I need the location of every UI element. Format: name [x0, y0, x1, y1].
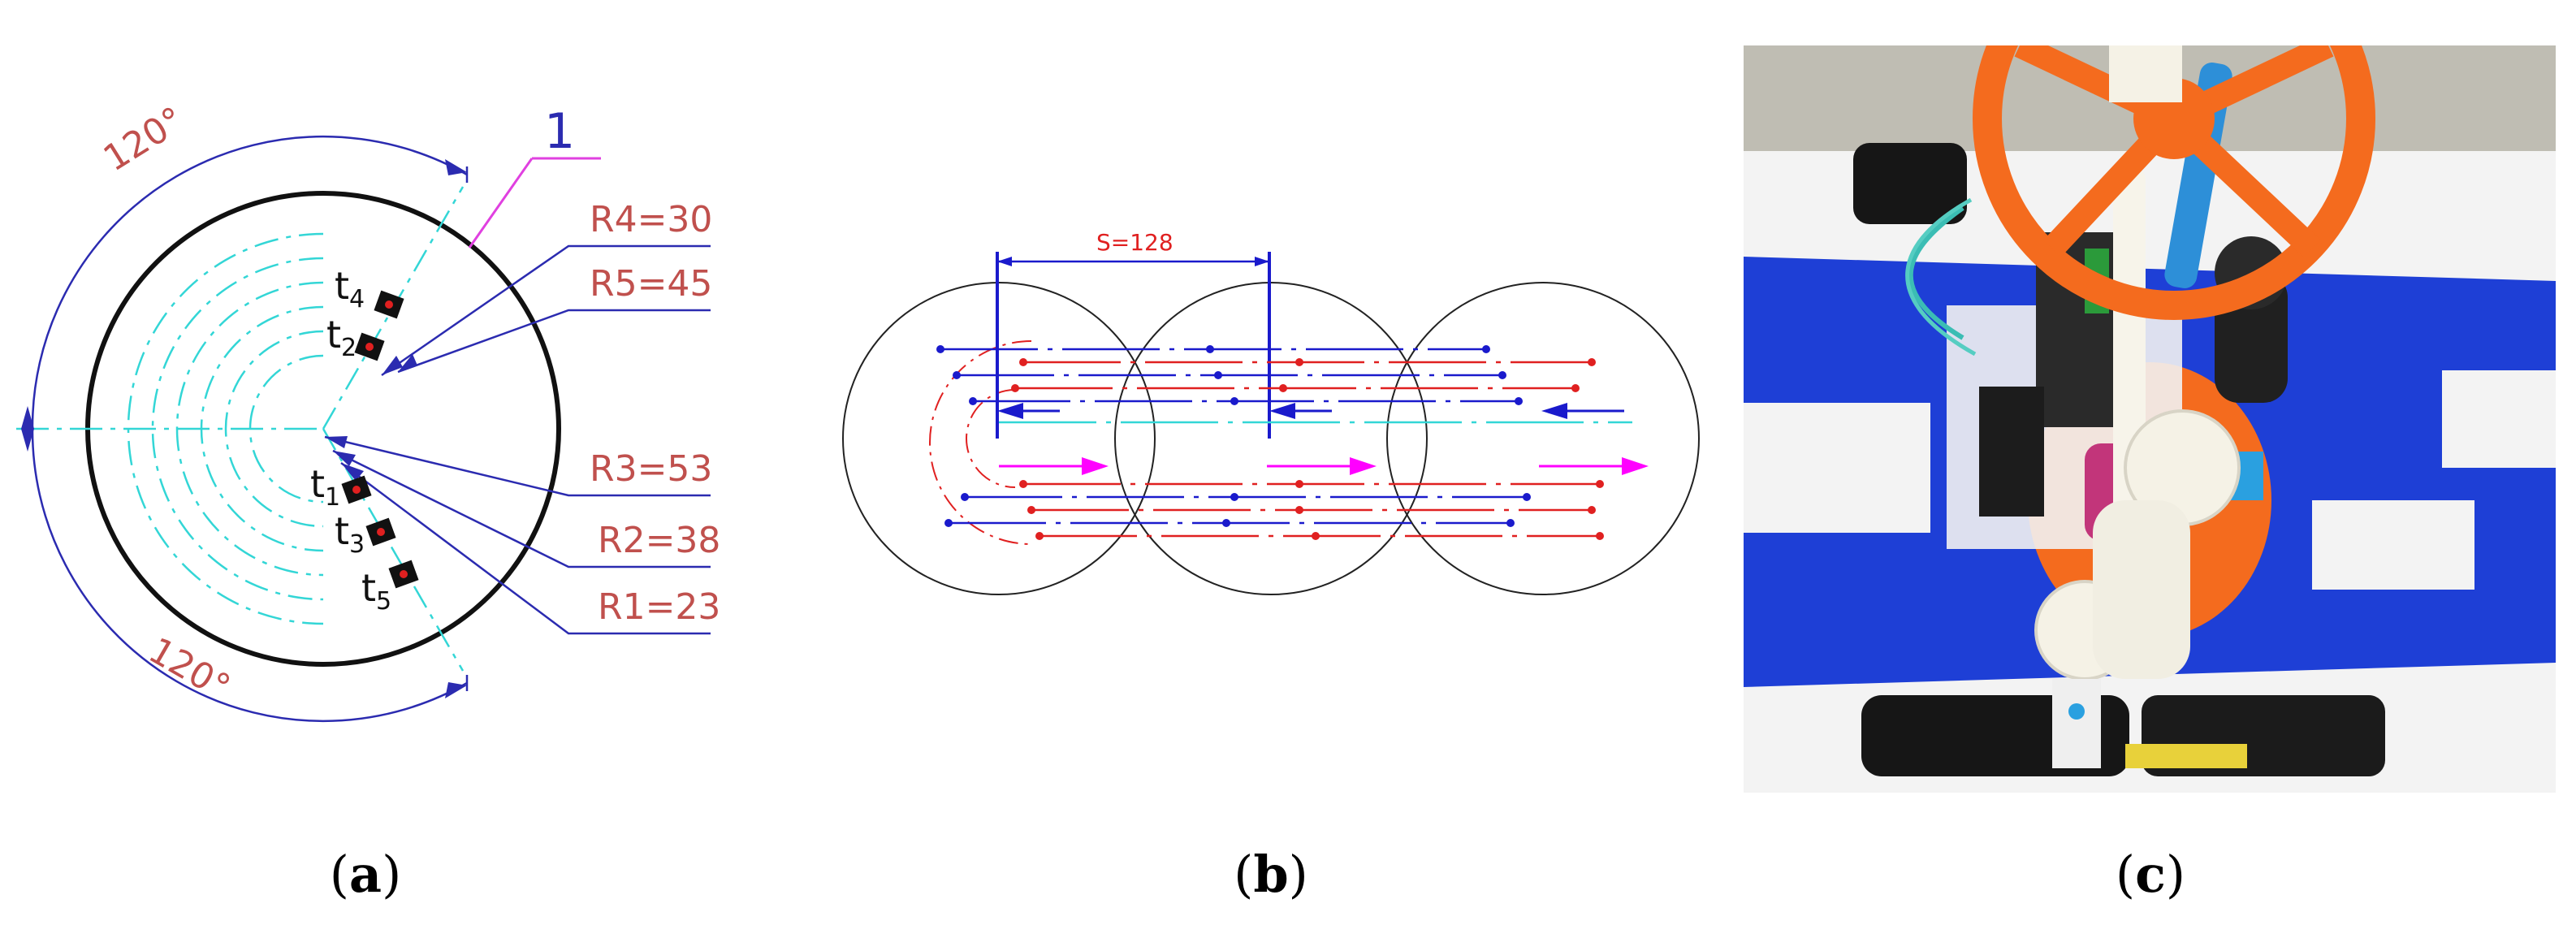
- radius-arrowheads: [325, 354, 417, 481]
- sensor-t5: t5: [361, 560, 419, 616]
- caption-b: (b): [1234, 845, 1308, 904]
- sensor-t4: t4: [335, 264, 404, 319]
- label-r4: R4=30: [590, 199, 712, 240]
- arrow-left-up: [21, 406, 34, 429]
- robot-foot-top: [1853, 143, 1967, 224]
- red-arc-outer: [929, 340, 1032, 545]
- panel-a-svg: 120° 120° 1 R4=30 R5=45 R3=53 R2=38 R1=2…: [16, 99, 720, 723]
- track-dots: [936, 345, 1604, 540]
- label-r2: R2=38: [598, 520, 720, 561]
- part-leader: [468, 158, 534, 249]
- panel-a-diagram: 120° 120° 1 R4=30 R5=45 R3=53 R2=38 R1=2…: [0, 0, 731, 731]
- red-arc-inner: [966, 389, 1016, 488]
- arrow-bottom-right: [445, 682, 467, 698]
- panel-b-svg: S=128: [842, 229, 1700, 595]
- arrow-left-down: [21, 429, 34, 452]
- panel-b-diagram: S=128: [828, 203, 1705, 625]
- svg-text:t4: t4: [335, 264, 365, 313]
- label-r3: R3=53: [590, 448, 712, 490]
- robot-photo: [1744, 45, 2556, 793]
- step-label: S=128: [1096, 229, 1173, 256]
- sensor-t2: t2: [326, 313, 385, 362]
- angle-label-top: 120°: [97, 99, 192, 179]
- radius-arcs: [127, 232, 324, 625]
- svg-text:t5: t5: [361, 566, 391, 616]
- caption-a: (a): [329, 845, 402, 904]
- label-r5: R5=45: [590, 263, 712, 305]
- step-circle-3: [1386, 282, 1700, 595]
- track-lines: [940, 348, 1632, 538]
- part-number-label: 1: [544, 103, 575, 160]
- svg-text:t3: t3: [335, 509, 365, 559]
- svg-text:t2: t2: [326, 313, 357, 362]
- orange-wheel: [1973, 45, 2375, 320]
- svg-text:t1: t1: [310, 462, 340, 512]
- sensor-t1: t1: [310, 462, 372, 512]
- caption-c: (c): [2115, 845, 2186, 904]
- angle-arc-bottom: [31, 428, 468, 723]
- label-r1: R1=23: [598, 586, 720, 628]
- panel-c-photo: [1744, 45, 2556, 793]
- angle-arc-top: [31, 135, 468, 430]
- arrow-top-right: [445, 159, 467, 175]
- radius-leaders: [324, 244, 711, 635]
- sensor-t3: t3: [335, 509, 396, 559]
